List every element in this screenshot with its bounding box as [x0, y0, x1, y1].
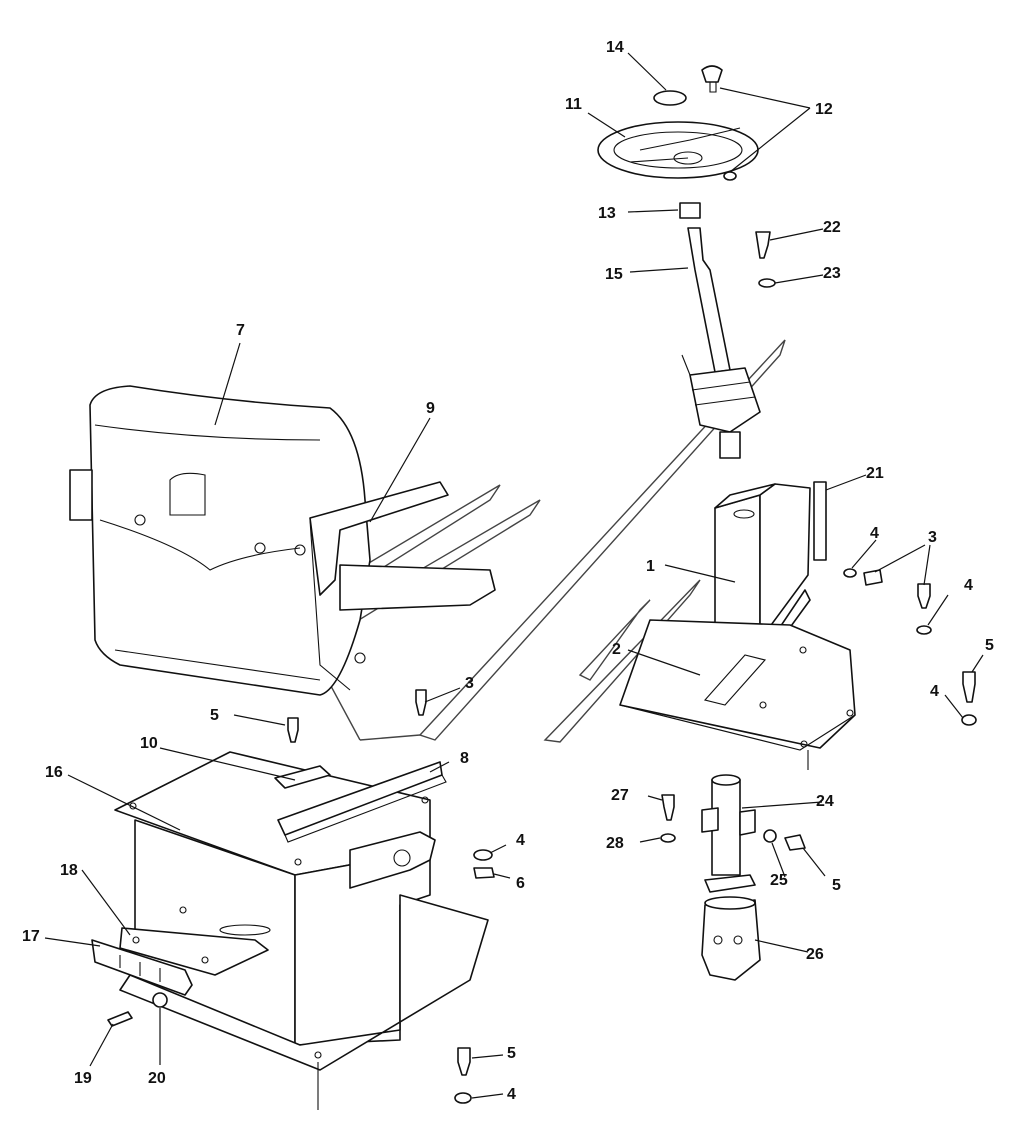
leader-lines [44, 52, 984, 1099]
horn-cap [653, 90, 687, 106]
callout-28: 28 [606, 835, 624, 852]
callout-3: 3 [465, 675, 474, 692]
callout-labels: 1 2 3 3 4 4 4 4 4 5 5 5 5 6 7 8 9 10 11 … [22, 39, 994, 1103]
callout-4: 4 [516, 832, 525, 849]
callout-5: 5 [985, 637, 994, 654]
callout-4: 4 [870, 525, 879, 542]
callout-24: 24 [816, 793, 834, 810]
callout-5: 5 [832, 877, 841, 894]
bracket-17 [91, 939, 193, 996]
callout-21: 21 [866, 465, 884, 482]
callout-14: 14 [606, 39, 624, 56]
callout-12: 12 [815, 101, 833, 118]
callout-4: 4 [507, 1086, 516, 1103]
steering-unit-26 [701, 896, 761, 981]
callout-13: 13 [598, 205, 616, 222]
seat [69, 385, 496, 696]
callout-5: 5 [210, 707, 219, 724]
seat-box [114, 751, 489, 1110]
strip-21 [813, 481, 827, 561]
callout-22: 22 [823, 219, 841, 236]
callout-23: 23 [823, 265, 841, 282]
callout-26: 26 [806, 946, 824, 963]
bolt-22 [755, 231, 776, 288]
callout-27: 27 [611, 787, 629, 804]
steering-wheel [597, 121, 759, 179]
callout-2: 2 [612, 641, 621, 658]
callout-16: 16 [45, 764, 63, 781]
callout-15: 15 [605, 266, 623, 283]
steering-column [681, 227, 761, 459]
callout-9: 9 [426, 400, 435, 417]
callout-3: 3 [928, 529, 937, 546]
callout-6: 6 [516, 875, 525, 892]
seat-rail [277, 761, 447, 843]
floor-plate [619, 619, 856, 770]
callout-7: 7 [236, 322, 245, 339]
callout-25: 25 [770, 872, 788, 889]
callout-17: 17 [22, 928, 40, 945]
callout-1: 1 [646, 558, 655, 575]
callout-4: 4 [964, 577, 973, 594]
seat-plate [274, 765, 331, 789]
callout-18: 18 [60, 862, 78, 879]
callout-5: 5 [507, 1045, 516, 1062]
bracket-18 [119, 927, 269, 976]
callout-11: 11 [565, 96, 582, 113]
bushing-13 [679, 202, 701, 219]
callout-19: 19 [74, 1070, 92, 1087]
fastener-group-valve [660, 794, 806, 851]
callout-20: 20 [148, 1070, 166, 1087]
callout-10: 10 [140, 735, 158, 752]
fastener-group-pedestal [843, 568, 977, 726]
knob-12 [701, 65, 737, 181]
fastener-group-seat [107, 689, 495, 1104]
steering-shaft-24 [701, 774, 756, 893]
callout-8: 8 [460, 750, 469, 767]
callout-4: 4 [930, 683, 939, 700]
